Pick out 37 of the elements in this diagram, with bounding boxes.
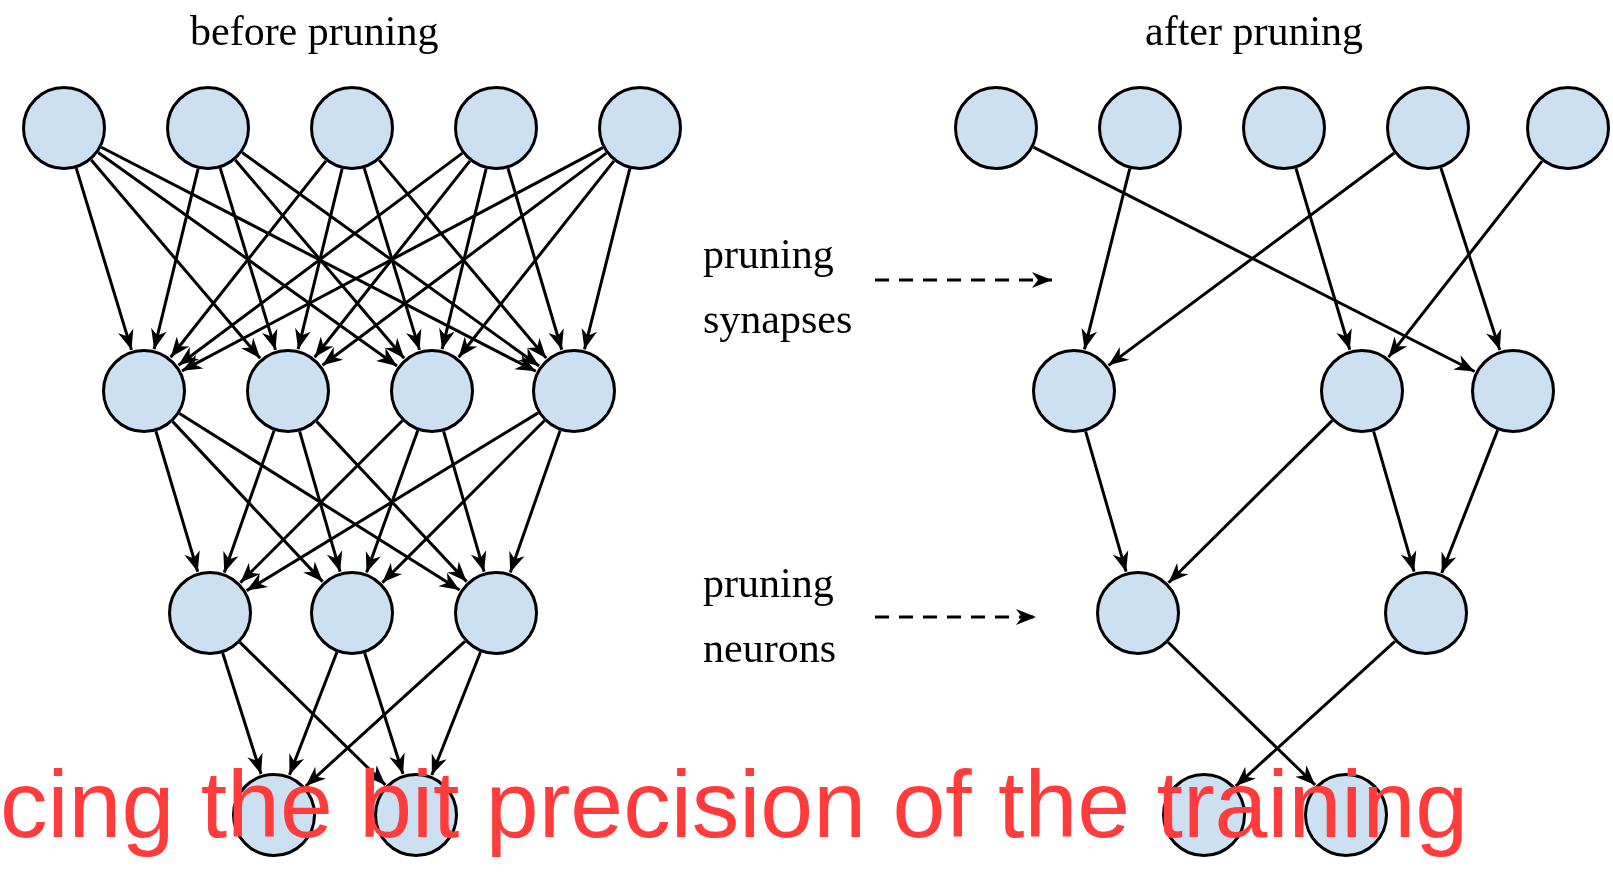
arrow [439, 168, 488, 350]
arrow [181, 146, 604, 373]
panel-title: before pruning [190, 7, 439, 56]
arrow [238, 641, 387, 786]
arrow [1167, 419, 1334, 584]
arrow [377, 159, 548, 360]
arrow [304, 640, 466, 788]
arrow [875, 272, 1052, 288]
panel-title: after pruning [1145, 7, 1364, 56]
arrow [295, 168, 344, 350]
arrow [313, 160, 472, 359]
arrow [97, 151, 398, 368]
arrow [169, 160, 328, 359]
arrow [1387, 160, 1544, 359]
arrow [177, 151, 464, 367]
arrow [1167, 641, 1317, 787]
arrow [457, 160, 616, 359]
arrow [1234, 640, 1396, 788]
arrow [171, 420, 324, 583]
arrow [234, 159, 406, 360]
step-label: pruning neurons [703, 559, 837, 674]
arrow [875, 609, 1036, 625]
arrow [321, 151, 608, 367]
arrow [1032, 145, 1476, 373]
arrow [245, 411, 539, 592]
arrow [151, 168, 200, 350]
arrow [1081, 168, 1132, 350]
arrow [178, 412, 461, 592]
arrow [90, 159, 262, 360]
arrow [239, 419, 404, 584]
arrow [1107, 151, 1396, 367]
arrow [100, 145, 537, 373]
arrow [315, 420, 468, 583]
arrow [241, 151, 540, 368]
arrow [581, 168, 632, 350]
step-label: pruning synapses [703, 230, 854, 345]
arrow [381, 419, 546, 584]
